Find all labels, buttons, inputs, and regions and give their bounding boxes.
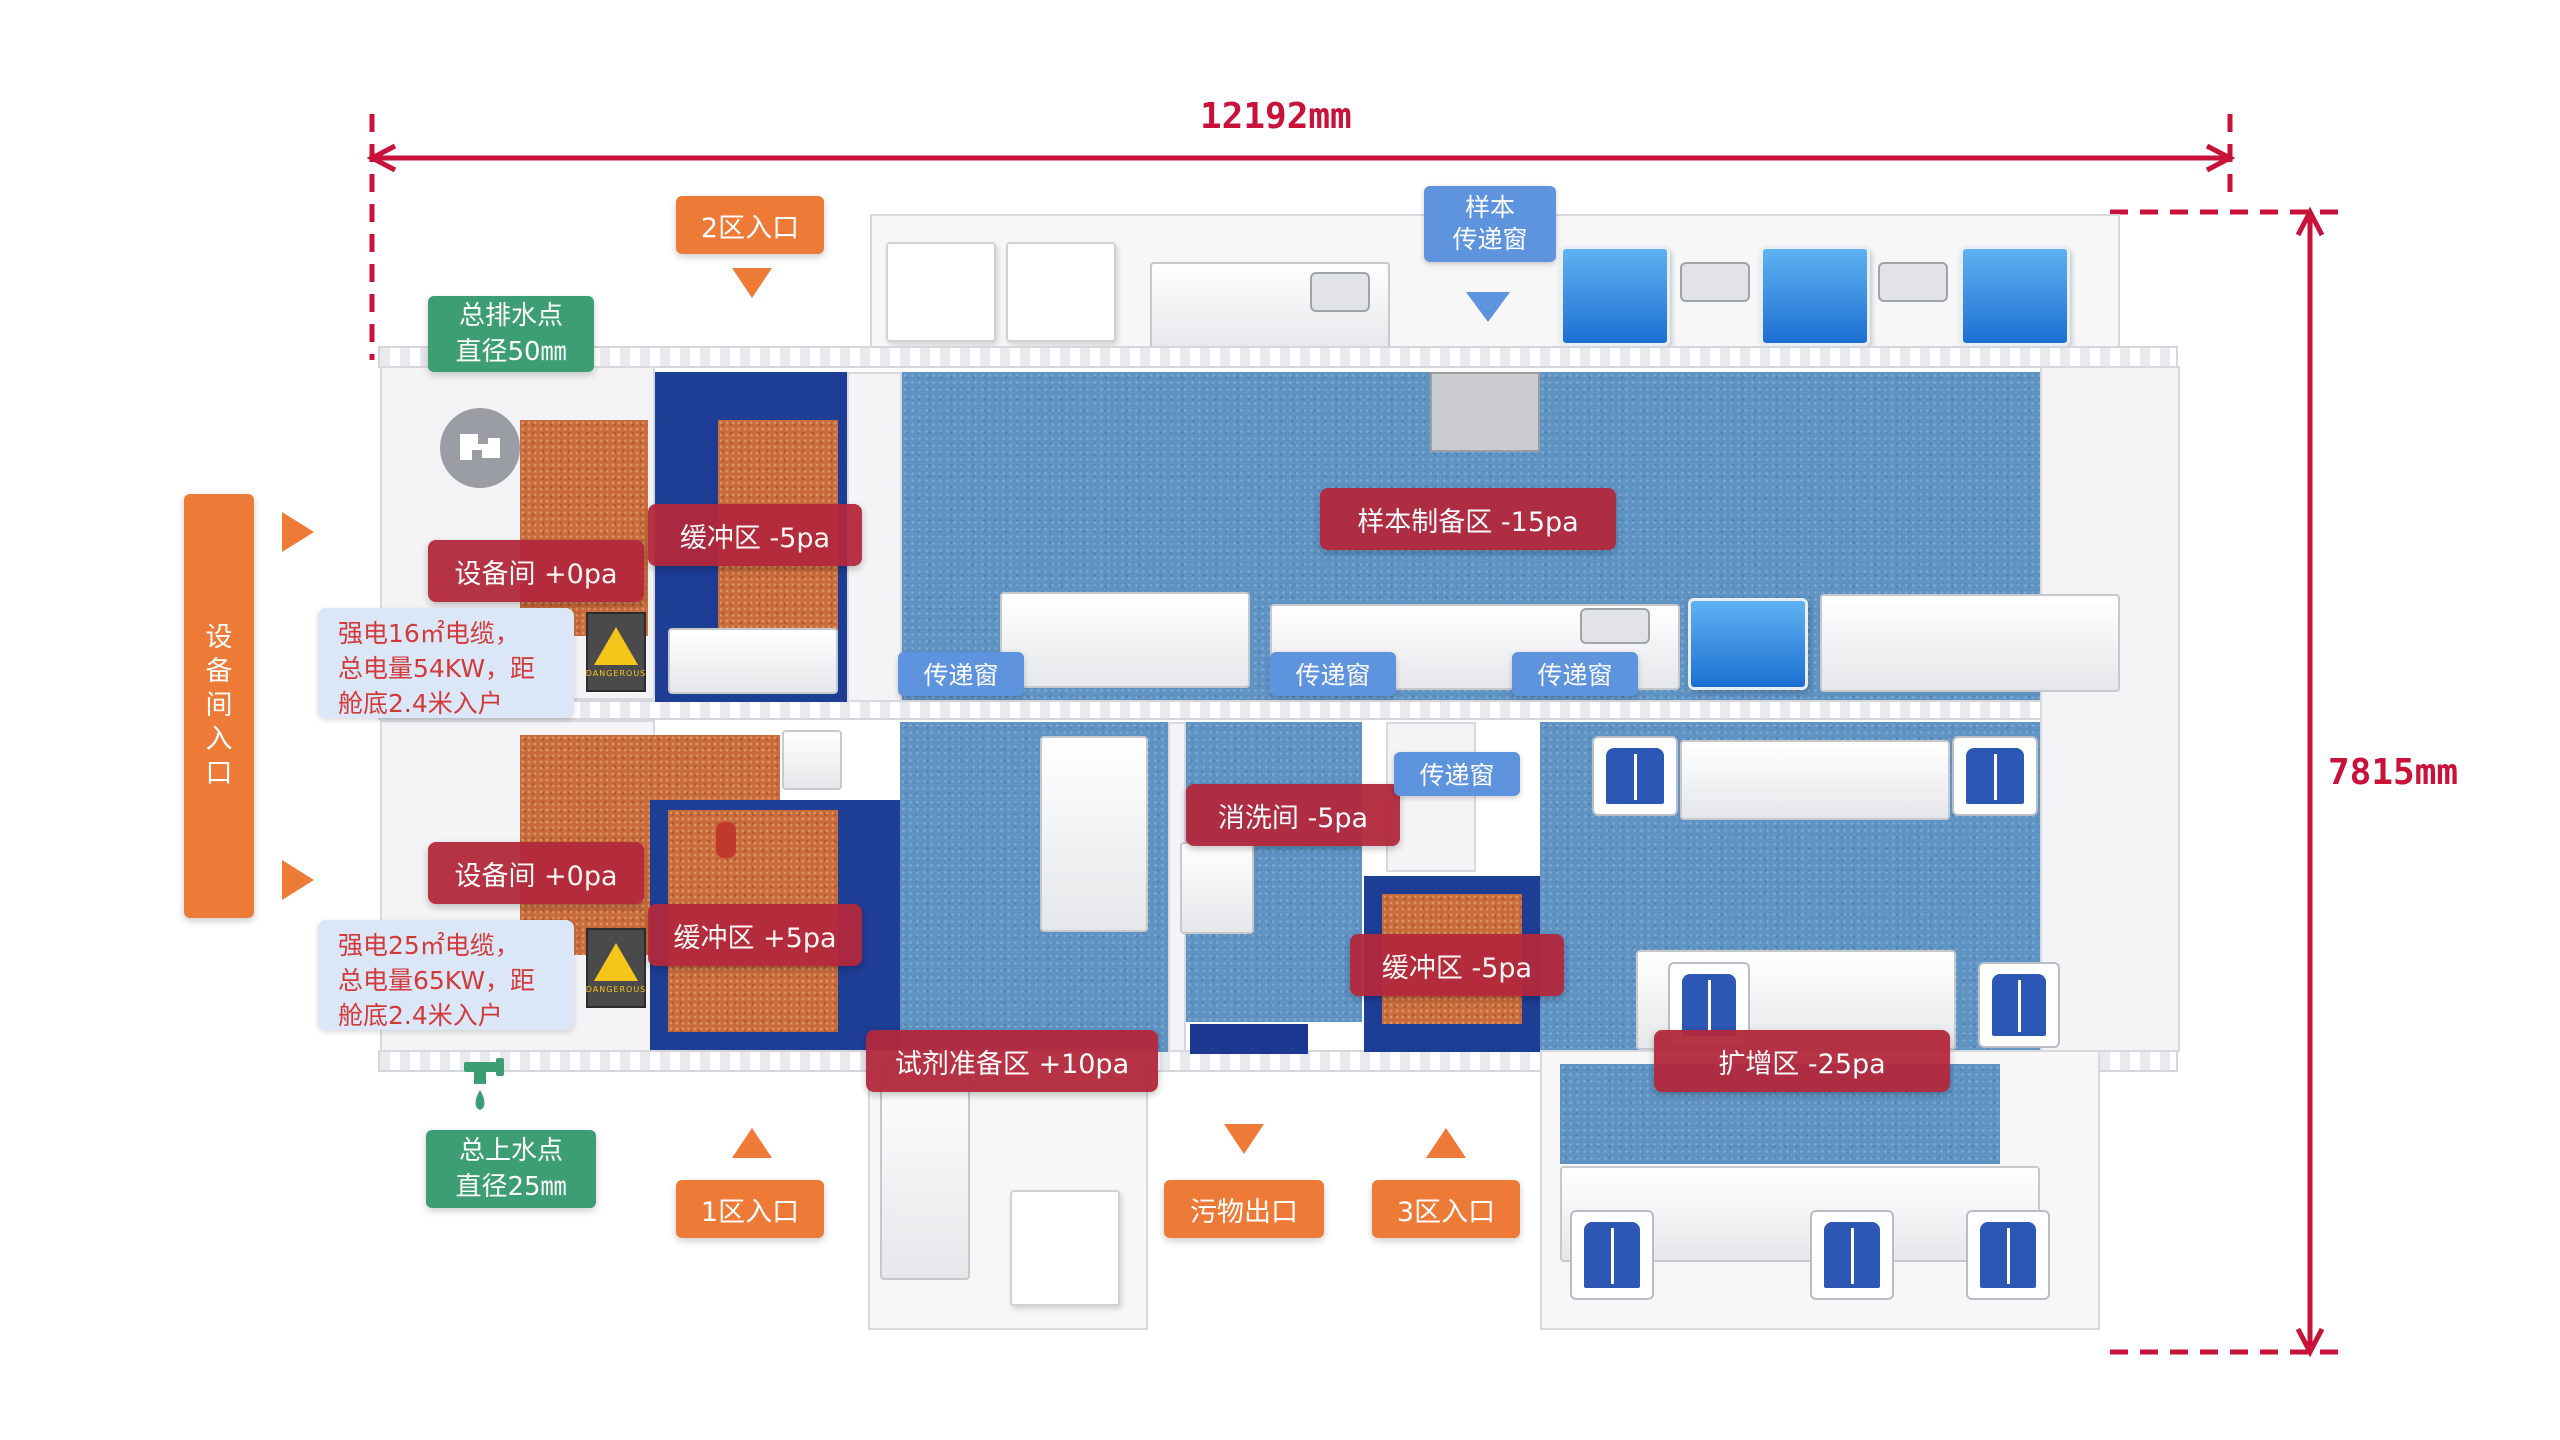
sample-prep-area-label: 样本制备区 -15pa [1320, 488, 1616, 550]
refrigerator-unit [1966, 1210, 2050, 1300]
zone3-entrance-arrow [1426, 1128, 1466, 1158]
pass-window-label: 传递窗 [1394, 752, 1520, 796]
container-top-edge [378, 346, 2178, 368]
buffer-zone-top-label: 缓冲区 -5pa [648, 504, 862, 566]
biosafety-cabinet [1688, 598, 1808, 690]
power-note-line: 总电量54KW，距 [338, 654, 536, 683]
entry-char: 入 [205, 724, 233, 755]
equipment-entry-arrow-top [282, 512, 314, 552]
sign-text: DANGEROUS [585, 668, 647, 678]
power-note-line: 强电25㎡电缆， [338, 931, 520, 960]
drain-label-line2: 直径50㎜ [455, 337, 567, 367]
biosafety-cabinet [1760, 246, 1870, 346]
drain-point-label: 总排水点 直径50㎜ [428, 296, 594, 372]
water-point-label: 总上水点 直径25㎜ [426, 1130, 596, 1208]
wash-bench [1180, 842, 1254, 934]
zone3-entrance-label: 3区入口 [1372, 1180, 1520, 1238]
buffer-zone-right-label: 缓冲区 -5pa [1350, 934, 1564, 996]
zone1-entrance-arrow [732, 1128, 772, 1158]
refrigerator-unit [1570, 1210, 1654, 1300]
entry-char: 设 [205, 622, 233, 653]
refrigerator-unit [1978, 962, 2060, 1048]
water-label-line2: 直径25㎜ [455, 1172, 567, 1202]
sink [1580, 608, 1650, 644]
workbench [1680, 740, 1950, 820]
biosafety-cabinet [1960, 246, 2070, 346]
wash-door-mat [1190, 1024, 1308, 1054]
entry-char: 口 [205, 758, 233, 789]
freezer [1010, 1190, 1120, 1306]
wash-room-label: 消洗间 -5pa [1186, 784, 1400, 846]
zone1-entrance-label: 1区入口 [676, 1180, 824, 1238]
workbench [1820, 594, 2120, 692]
container-right-end [2040, 366, 2180, 1052]
refrigerator [1006, 242, 1116, 342]
sample-pass-window-label: 样本 传递窗 [1424, 186, 1556, 262]
refrigerator-unit [1952, 736, 2038, 816]
sink [1878, 262, 1948, 302]
workbench [782, 730, 842, 790]
sample-window-line2: 传递窗 [1452, 225, 1528, 254]
sign-text: DANGEROUS [585, 984, 647, 994]
height-dimension-label: 7815mm [2328, 752, 2459, 793]
equipment-room-entry-label: 设 备 间 入 口 [184, 494, 254, 918]
entry-char: 间 [205, 690, 233, 721]
zone2-entrance-arrow [732, 268, 772, 298]
width-dimension-label: 12192mm [1200, 96, 1352, 137]
drain-label-line1: 总排水点 [458, 301, 563, 331]
zone2-entrance-label: 2区入口 [676, 196, 824, 254]
refrigerator-unit [1592, 736, 1678, 816]
sample-window-duct [1430, 372, 1540, 452]
workbench [1000, 592, 1250, 688]
reagent-bench [1040, 736, 1148, 932]
power-note-line: 总电量65KW，距 [338, 966, 536, 995]
refrigerator-unit [1810, 1210, 1894, 1300]
sink [1310, 272, 1370, 312]
sample-window-arrow [1466, 292, 1510, 322]
sink [1680, 262, 1750, 302]
power-note-line: 舱底2.4米入户 [338, 689, 503, 718]
biosafety-cabinet [1560, 246, 1670, 346]
buffer-bench [668, 628, 838, 694]
water-label-line1: 总上水点 [458, 1136, 563, 1166]
equipment-room-bottom-label: 设备间 +0pa [428, 842, 644, 904]
power-note-line: 舱底2.4米入户 [338, 1001, 503, 1030]
power-note-top: 强电16㎡电缆， 总电量54KW，距 舱底2.4米入户 [318, 608, 574, 718]
reagent-prep-area-label: 试剂准备区 +10pa [866, 1030, 1158, 1092]
equipment-room-top-floor [520, 420, 648, 636]
equipment-room-top-label: 设备间 +0pa [428, 540, 644, 602]
refrigerator [886, 242, 996, 342]
equipment-entry-arrow-bottom [282, 860, 314, 900]
fire-valves [716, 822, 736, 858]
buffer-zone-middle-label: 缓冲区 +5pa [648, 904, 862, 966]
pass-window-label: 传递窗 [1512, 652, 1638, 696]
pass-window-label: 传递窗 [1270, 652, 1396, 696]
amplification-area-label: 扩增区 -25pa [1654, 1030, 1950, 1092]
power-note-line: 强电16㎡电缆， [338, 619, 520, 648]
water-tap-icon [460, 1058, 510, 1118]
pass-window-label: 传递窗 [898, 652, 1024, 696]
pass-window-tower [1386, 722, 1476, 872]
high-voltage-sign: DANGEROUS [586, 612, 646, 692]
drain-point-icon [440, 408, 520, 488]
waste-exit-arrow [1224, 1124, 1264, 1154]
wash-room-floor [1186, 722, 1362, 1022]
power-note-bottom: 强电25㎡电缆， 总电量65KW，距 舱底2.4米入户 [318, 920, 574, 1030]
container-mid-edge [378, 700, 2178, 720]
waste-exit-label: 污物出口 [1164, 1180, 1324, 1238]
high-voltage-sign: DANGEROUS [586, 928, 646, 1008]
storage-shelf [880, 1060, 970, 1280]
sample-window-line1: 样本 [1464, 193, 1515, 222]
entry-char: 备 [205, 656, 233, 687]
